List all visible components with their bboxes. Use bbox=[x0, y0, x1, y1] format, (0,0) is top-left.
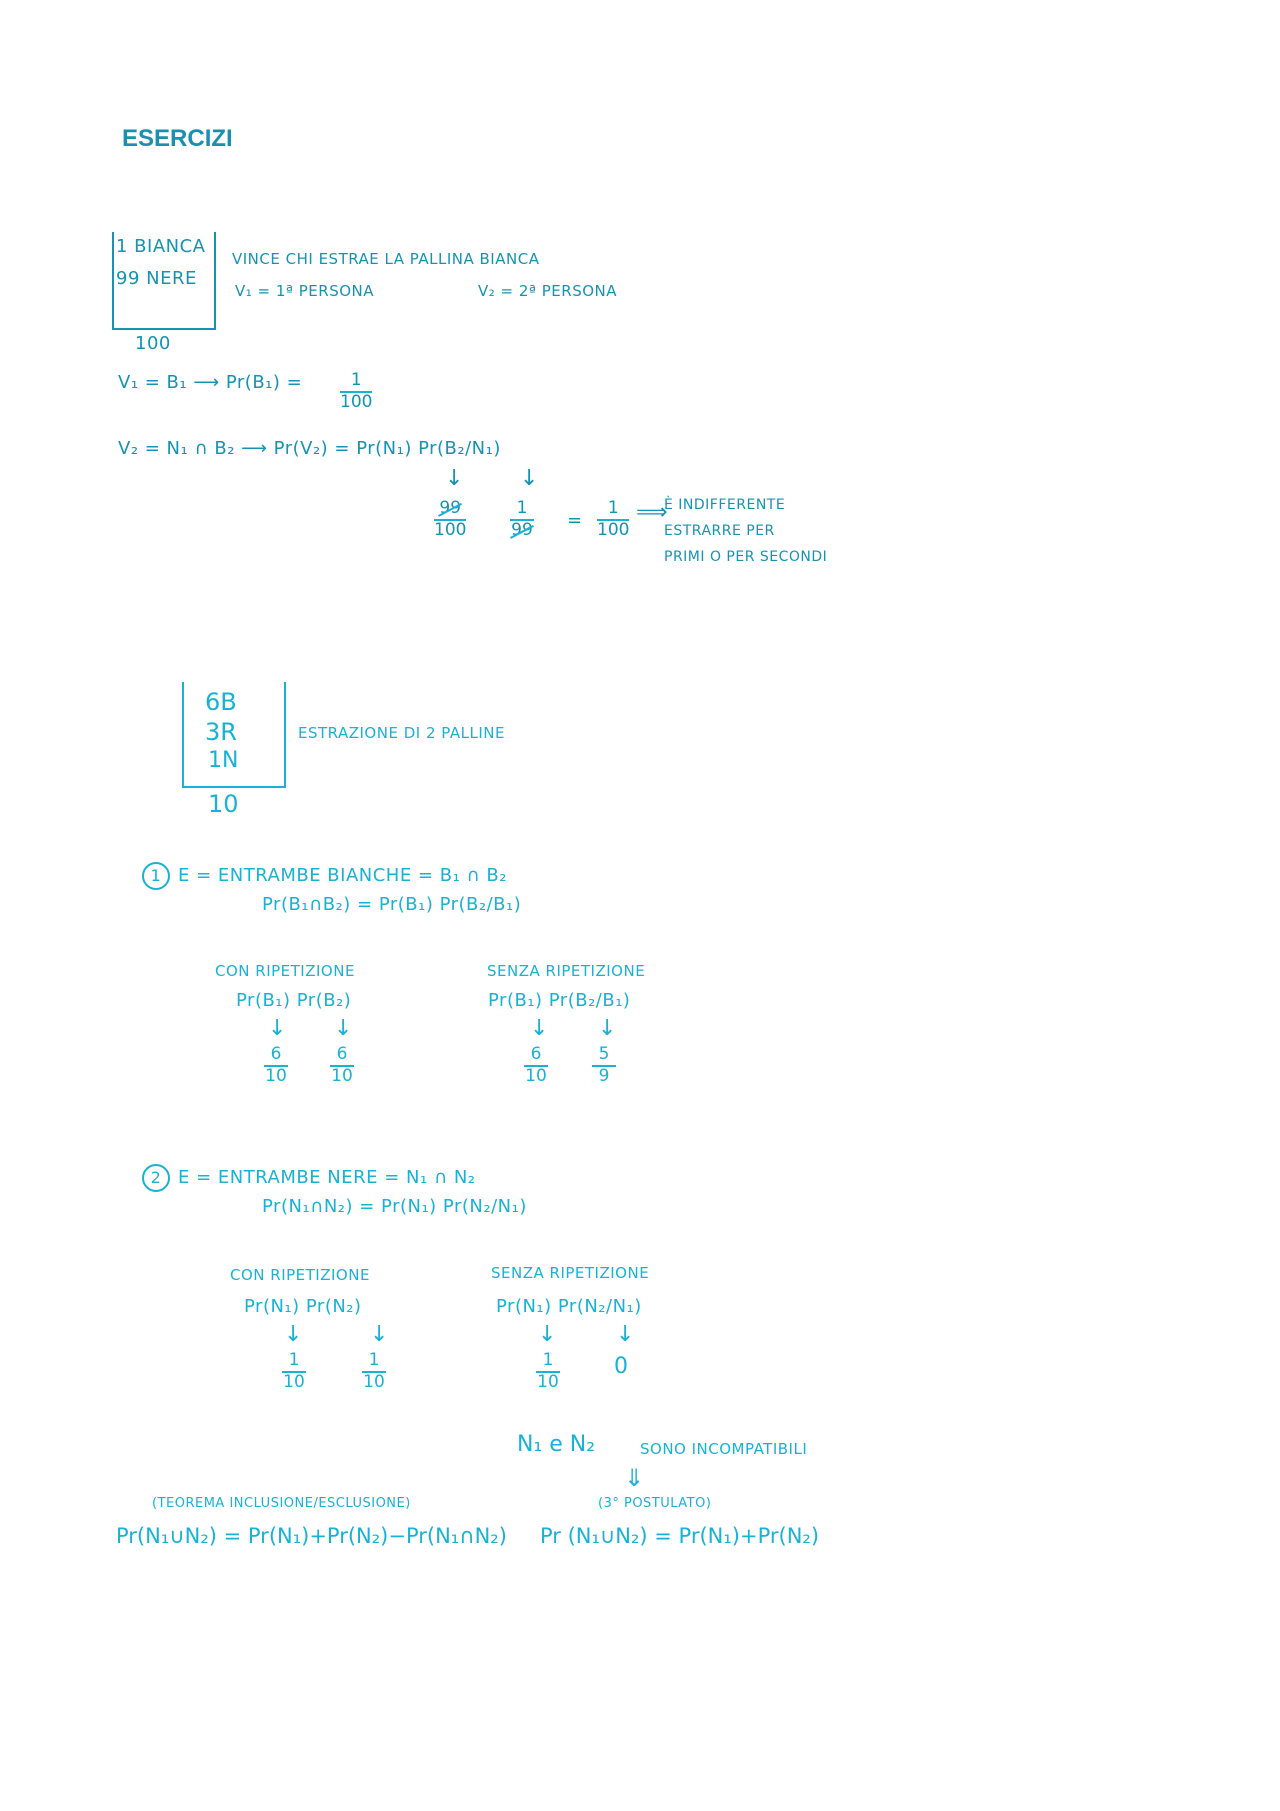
urn-2-white: 6B bbox=[205, 688, 237, 716]
v1-definition: V₁ = 1ª PERSONA bbox=[235, 282, 375, 300]
fraction-denominator: 100 bbox=[434, 519, 467, 540]
fraction-numerator: 99 bbox=[439, 498, 462, 518]
fraction-denominator: 10 bbox=[525, 1065, 547, 1086]
fraction-senza-b2: 5 9 bbox=[592, 1044, 616, 1086]
fraction-denominator: 10 bbox=[283, 1371, 305, 1392]
part-1-senza-expr: Pr(B₁) Pr(B₂/B₁) bbox=[488, 990, 631, 1011]
down-arrow-icon: ↓ bbox=[370, 1322, 389, 1347]
part-1-con-title: CON RIPETIZIONE bbox=[215, 962, 355, 980]
equals-sign: = bbox=[567, 510, 583, 531]
part-2-con-expr: Pr(N₁) Pr(N₂) bbox=[244, 1296, 362, 1317]
down-arrow-icon: ↓ bbox=[334, 1016, 353, 1041]
fraction-1-over-99: 1 99 bbox=[510, 498, 534, 540]
rule-text: VINCE CHI ESTRAE LA PALLINA BIANCA bbox=[232, 250, 540, 268]
fraction-99-over-100: 99 100 bbox=[434, 498, 467, 540]
fraction-bar bbox=[434, 518, 467, 521]
page-title: ESERCIZI bbox=[122, 125, 233, 152]
fraction-1-over-100: 1 100 bbox=[340, 370, 373, 412]
part-2-senza-title: SENZA RIPETIZIONE bbox=[491, 1264, 650, 1282]
down-arrow-icon: ↓ bbox=[284, 1322, 303, 1347]
down-arrow-icon: ↓ bbox=[538, 1322, 557, 1347]
part-2-senza-expr: Pr(N₁) Pr(N₂/N₁) bbox=[496, 1296, 642, 1317]
part-1-event: E = ENTRAMBE BIANCHE = B₁ ∩ B₂ bbox=[178, 865, 507, 886]
fraction-senza-b1: 6 10 bbox=[524, 1044, 548, 1086]
zero-probability: 0 bbox=[614, 1354, 628, 1379]
fraction-bar bbox=[362, 1370, 386, 1373]
urn-1-total: 100 bbox=[135, 333, 171, 354]
part-2-number: 2 bbox=[142, 1164, 170, 1192]
fraction-numerator: 1 bbox=[350, 370, 362, 390]
part-2-heading: 2 E = ENTRAMBE NERE = N₁ ∩ N₂ bbox=[142, 1164, 476, 1192]
v2-definition: V₂ = 2ª PERSONA bbox=[478, 282, 618, 300]
fraction-bar bbox=[264, 1064, 288, 1067]
fraction-con-b2: 6 10 bbox=[330, 1044, 354, 1086]
fraction-numerator: 6 bbox=[336, 1044, 348, 1064]
urn-2-total: 10 bbox=[208, 790, 239, 818]
urn-1-black: 99 NERE bbox=[116, 268, 197, 289]
postulato-note: (3° POSTULATO) bbox=[598, 1496, 712, 1511]
down-arrow-icon: ↓ bbox=[616, 1322, 635, 1347]
fraction-numerator: 1 bbox=[607, 498, 619, 518]
fraction-numerator: 6 bbox=[270, 1044, 282, 1064]
fraction-denominator: 10 bbox=[265, 1065, 287, 1086]
equation-v1: V₁ = B₁ ⟶ Pr(B₁) = bbox=[118, 372, 303, 393]
part-2-formula: Pr(N₁∩N₂) = Pr(N₁) Pr(N₂/N₁) bbox=[262, 1196, 527, 1217]
urn-2-black: 1N bbox=[208, 748, 239, 773]
part-1-number: 1 bbox=[142, 862, 170, 890]
fraction-bar bbox=[282, 1370, 306, 1373]
fraction-denominator: 9 bbox=[598, 1065, 610, 1086]
down-arrow-icon: ↓ bbox=[520, 466, 539, 491]
fraction-denominator: 100 bbox=[340, 391, 373, 412]
implies-icon: ⟹ bbox=[636, 500, 668, 525]
part-1-con-expr: Pr(B₁) Pr(B₂) bbox=[236, 990, 352, 1011]
fraction-senza-n1: 1 10 bbox=[536, 1350, 560, 1392]
conclusion-line-2: ESTRARRE PER bbox=[664, 523, 775, 539]
fraction-denominator: 10 bbox=[363, 1371, 385, 1392]
fraction-con-n2: 1 10 bbox=[362, 1350, 386, 1392]
fraction-numerator: 5 bbox=[598, 1044, 610, 1064]
fraction-numerator: 1 bbox=[542, 1350, 554, 1370]
fraction-bar bbox=[524, 1064, 548, 1067]
urn-box-2 bbox=[182, 682, 286, 788]
fraction-result: 1 100 bbox=[597, 498, 630, 540]
fraction-numerator: 1 bbox=[368, 1350, 380, 1370]
fraction-denominator: 100 bbox=[597, 519, 630, 540]
conclusion-line-3: PRIMI O PER SECONDI bbox=[664, 549, 828, 565]
inclusion-exclusion-formula: Pr(N₁∪N₂) = Pr(N₁)+Pr(N₂)−Pr(N₁∩N₂) bbox=[116, 1524, 507, 1548]
extraction-description: ESTRAZIONE DI 2 PALLINE bbox=[298, 724, 505, 742]
fraction-numerator: 1 bbox=[288, 1350, 300, 1370]
incompatible-events: N₁ e N₂ bbox=[517, 1432, 596, 1457]
urn-2-red: 3R bbox=[205, 718, 237, 746]
double-down-arrow-icon: ⇓ bbox=[624, 1464, 645, 1492]
part-2-event: E = ENTRAMBE NERE = N₁ ∩ N₂ bbox=[178, 1167, 476, 1188]
teorema-note: (TEOREMA INCLUSIONE/ESCLUSIONE) bbox=[152, 1496, 411, 1511]
incompatible-text: SONO INCOMPATIBILI bbox=[640, 1440, 808, 1458]
part-1-formula: Pr(B₁∩B₂) = Pr(B₁) Pr(B₂/B₁) bbox=[262, 894, 522, 915]
down-arrow-icon: ↓ bbox=[445, 466, 464, 491]
fraction-denominator: 10 bbox=[537, 1371, 559, 1392]
fraction-bar bbox=[536, 1370, 560, 1373]
part-2-con-title: CON RIPETIZIONE bbox=[230, 1266, 370, 1284]
conclusion-line-1: È INDIFFERENTE bbox=[664, 497, 786, 513]
fraction-numerator: 6 bbox=[530, 1044, 542, 1064]
down-arrow-icon: ↓ bbox=[530, 1016, 549, 1041]
part-1-heading: 1 E = ENTRAMBE BIANCHE = B₁ ∩ B₂ bbox=[142, 862, 507, 890]
fraction-bar bbox=[597, 518, 630, 521]
equation-v2: V₂ = N₁ ∩ B₂ ⟶ Pr(V₂) = Pr(N₁) Pr(B₂/N₁) bbox=[118, 438, 501, 459]
down-arrow-icon: ↓ bbox=[598, 1016, 617, 1041]
fraction-con-n1: 1 10 bbox=[282, 1350, 306, 1392]
fraction-con-b1: 6 10 bbox=[264, 1044, 288, 1086]
fraction-denominator: 10 bbox=[331, 1065, 353, 1086]
fraction-bar bbox=[330, 1064, 354, 1067]
fraction-bar bbox=[340, 390, 373, 393]
part-1-senza-title: SENZA RIPETIZIONE bbox=[487, 962, 646, 980]
fraction-bar bbox=[592, 1064, 616, 1067]
union-formula: Pr (N₁∪N₂) = Pr(N₁)+Pr(N₂) bbox=[540, 1524, 820, 1548]
urn-box-1 bbox=[112, 232, 216, 330]
urn-1-white: 1 BIANCA bbox=[116, 236, 206, 257]
fraction-denominator: 99 bbox=[511, 519, 533, 540]
fraction-numerator: 1 bbox=[516, 498, 528, 518]
down-arrow-icon: ↓ bbox=[268, 1016, 287, 1041]
